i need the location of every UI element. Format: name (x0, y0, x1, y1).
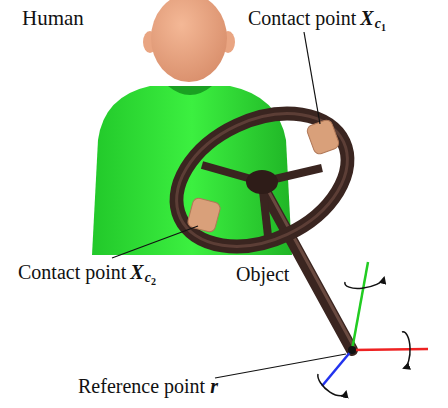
part-name: Reference point (78, 376, 205, 396)
part-name: Human (22, 8, 84, 29)
steering-wheel (155, 88, 369, 350)
symbol-subscript: c (375, 17, 381, 31)
symbol: X (130, 262, 143, 282)
symbol: X (360, 8, 373, 28)
part-name: Contact point (18, 262, 126, 282)
leader-lines (112, 32, 346, 378)
human-figure (92, 0, 292, 255)
hands (187, 118, 341, 233)
part-name: Object (236, 264, 289, 284)
reference-frame (318, 262, 428, 396)
symbol: r (210, 376, 218, 396)
symbol-subscript: 1 (381, 23, 386, 33)
symbol-subscript: 2 (151, 277, 156, 287)
symbol-subscript: c (145, 271, 151, 285)
part-name: Contact point (248, 8, 356, 28)
